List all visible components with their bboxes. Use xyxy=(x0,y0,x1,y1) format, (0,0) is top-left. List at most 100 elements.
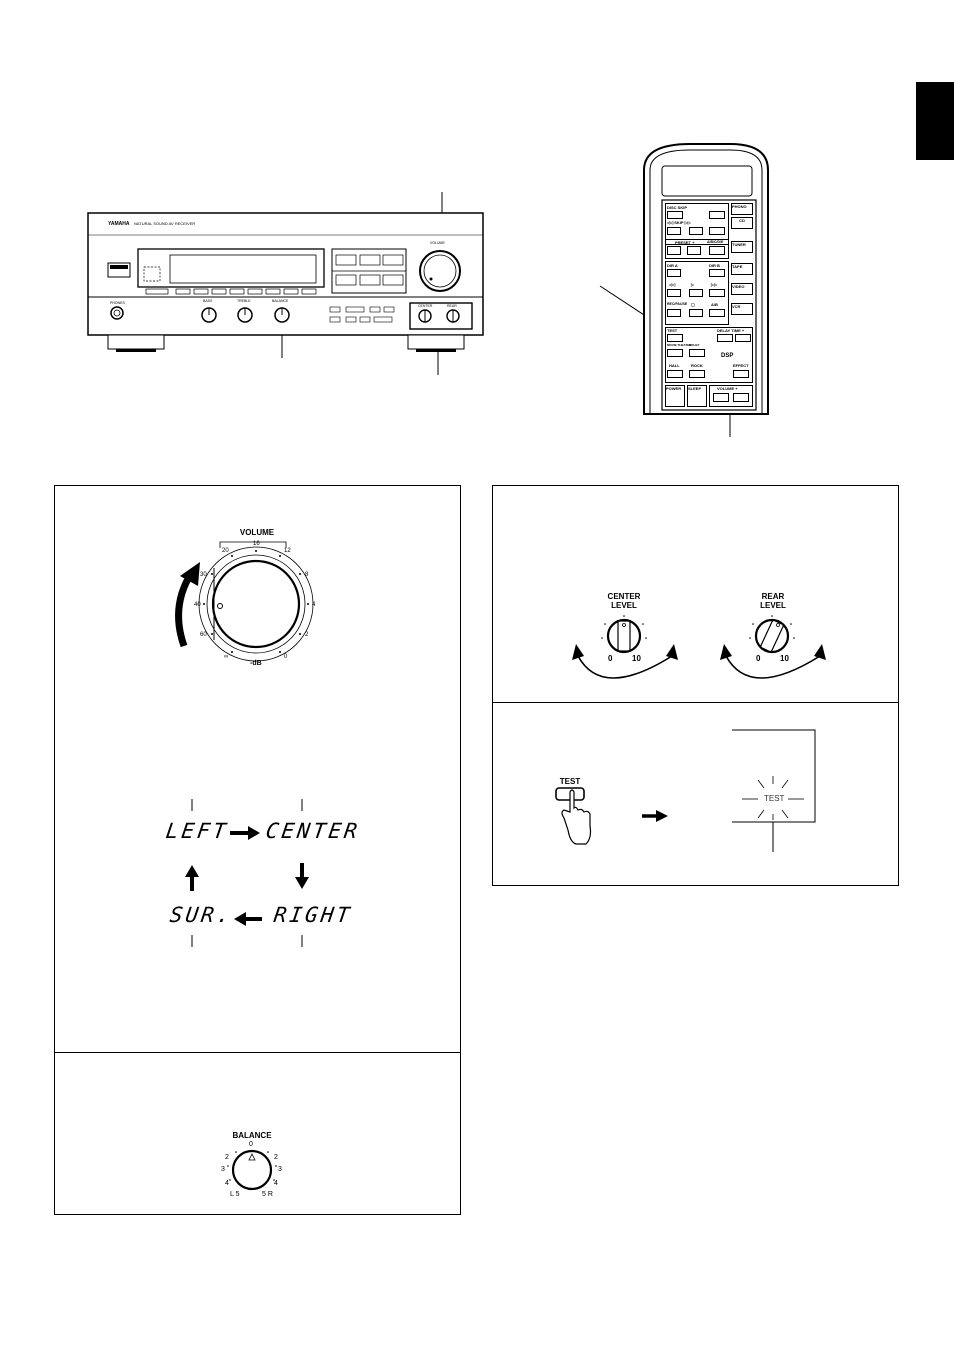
remote-tape-play-label: ▷ xyxy=(691,282,695,287)
center-level-title: CENTER LEVEL xyxy=(607,592,641,610)
page-tab-marker xyxy=(916,82,954,160)
vol-scale-40: 40 xyxy=(194,602,201,608)
remote-movie-label: MOVIE THEATER xyxy=(667,343,692,347)
remote-volume-up-button[interactable] xyxy=(733,393,749,402)
remote-ab-button[interactable] xyxy=(709,309,725,317)
remote-dir-a-button[interactable] xyxy=(667,269,681,277)
speaker-sequence-diagram: LEFT CENTER RIGHT SUR. xyxy=(150,795,370,955)
remote-dir-a-label: DIR A xyxy=(667,263,678,268)
test-button-label: TEST xyxy=(559,777,581,786)
balance-right-4: 4 xyxy=(274,1180,278,1187)
level-panel xyxy=(492,485,899,703)
remote-button-grid: PHONO CD TUNER TAPE VIDEO VCR DISC SKIP … xyxy=(665,203,755,408)
remote-rew-button[interactable] xyxy=(667,289,681,297)
balance-knob: 0 2 3 4 L 5 2 3 4 5 R xyxy=(214,1140,290,1204)
remote-preset-down-button[interactable] xyxy=(667,246,681,255)
vol-scale-inf: ∞ xyxy=(224,654,229,660)
remote-video-button[interactable]: VIDEO xyxy=(731,283,753,295)
balance-left-3: 3 xyxy=(221,1166,225,1173)
vol-scale-16: 16 xyxy=(253,541,260,547)
bass-caption: BASS xyxy=(203,299,213,303)
vol-scale-db: -dB xyxy=(250,660,262,667)
remote-test-label: TEST xyxy=(667,328,678,333)
remote-ff-button[interactable] xyxy=(709,289,725,297)
remote-preset-label: PRESET + xyxy=(675,240,695,245)
remote-dolby-label: DOLBY xyxy=(689,343,700,347)
remote-tuner-button[interactable]: TUNER xyxy=(731,241,753,253)
speaker-right: RIGHT xyxy=(272,903,354,927)
remote-movie-button[interactable] xyxy=(667,349,683,357)
remote-rock-label: ROCK xyxy=(691,363,703,368)
remote-sleep-button[interactable]: SLEEP xyxy=(687,385,707,407)
balance-left-5: L 5 xyxy=(230,1191,240,1198)
remote-vcr-button[interactable]: VCR xyxy=(731,303,753,315)
remote-rec-pause-label: REC/PAUSE xyxy=(667,302,688,306)
remote-dolby-button[interactable] xyxy=(689,349,705,357)
test-button-illustration[interactable] xyxy=(552,786,592,846)
vol-scale-8: 8 xyxy=(305,572,309,578)
vol-scale-0: 0 xyxy=(284,654,288,660)
balance-left-4: 4 xyxy=(225,1180,229,1187)
remote-volume-label: VOLUME + xyxy=(717,386,738,391)
remote-rew-label: ◁◁ xyxy=(669,282,676,287)
vol-scale-2: 2 xyxy=(305,632,309,638)
phones-caption: PHONES xyxy=(110,301,125,305)
volume-dial-title: VOLUME xyxy=(239,528,275,537)
balance-right-5: 5 R xyxy=(262,1191,273,1198)
remote-tape-play-button[interactable] xyxy=(689,289,703,297)
remote-rock-button[interactable] xyxy=(689,370,705,378)
remote-rec-pause-button[interactable] xyxy=(667,309,681,317)
vol-scale-20: 20 xyxy=(222,548,229,554)
remote-tape-stop-button[interactable] xyxy=(689,309,703,317)
rear-level-title: REAR LEVEL xyxy=(760,592,786,610)
brand-logo: YAMAHA xyxy=(108,221,130,227)
remote-disc-skip-button[interactable] xyxy=(667,211,683,219)
remote-dir-b-button[interactable] xyxy=(709,269,725,277)
remote-delay-up-button[interactable] xyxy=(735,334,751,342)
volume-caption: VOLUME xyxy=(430,241,445,245)
remote-delay-down-button[interactable] xyxy=(717,334,733,342)
model-name: NATURAL SOUND AV RECEIVER xyxy=(134,221,196,226)
rear-level-min: 0 xyxy=(756,654,761,663)
speaker-center: CENTER xyxy=(264,819,362,843)
remote-effect-button[interactable] xyxy=(733,370,749,378)
balance-title: BALANCE xyxy=(232,1131,272,1140)
speaker-surround: SUR. xyxy=(168,903,235,927)
remote-preset-up-button[interactable] xyxy=(687,246,701,255)
remote-test-button[interactable] xyxy=(667,334,683,342)
remote-dsp-label: DSP xyxy=(721,353,734,359)
balance-left-2: 2 xyxy=(225,1154,229,1161)
remote-skip-fwd-button[interactable] xyxy=(689,227,703,235)
remote-delay-label: DELAY TIME + xyxy=(717,328,745,333)
remote-hall-button[interactable] xyxy=(667,370,683,378)
remote-skip-back-button[interactable] xyxy=(667,227,681,235)
center-level-knob: 0 10 xyxy=(562,610,688,690)
rear-level-max: 10 xyxy=(780,654,789,663)
remote-ab-label: A/B xyxy=(711,302,718,307)
remote-effect-label: EFFECT xyxy=(733,363,749,368)
vol-scale-60: 60 xyxy=(200,632,207,638)
remote-phono-button[interactable]: PHONO xyxy=(731,203,753,215)
center-level-max: 10 xyxy=(632,654,641,663)
remote-tape-stop-label: ▢ xyxy=(691,302,695,307)
vol-scale-4: 4 xyxy=(312,602,316,608)
balance-right-3: 3 xyxy=(278,1166,282,1173)
remote-tape-button[interactable]: TAPE xyxy=(731,263,753,275)
rear-level-knob: 0 10 xyxy=(710,610,836,690)
remote-skip-label: ◁◁ SKIP ▷▷ xyxy=(667,220,691,225)
remote-play-button[interactable] xyxy=(709,211,725,219)
volume-dial: 20 16 12 30 8 40 4 60 2 ∞ -dB 0 xyxy=(160,536,330,676)
rear-caption: REAR xyxy=(447,304,457,308)
remote-power-button[interactable]: POWER xyxy=(665,385,685,407)
balance-zero: 0 xyxy=(249,1141,253,1148)
speaker-left: LEFT xyxy=(164,819,231,843)
vol-scale-30: 30 xyxy=(200,572,207,578)
remote-ff-label: ▷▷ xyxy=(711,282,718,287)
remote-abcde-button[interactable] xyxy=(709,246,725,255)
center-caption: CENTER xyxy=(418,304,433,308)
remote-stop-button[interactable] xyxy=(709,227,725,235)
remote-volume-down-button[interactable] xyxy=(713,393,729,402)
test-display: TEST xyxy=(700,729,820,852)
remote-hall-label: HALL xyxy=(669,363,680,368)
remote-cd-button[interactable]: CD xyxy=(731,217,753,229)
